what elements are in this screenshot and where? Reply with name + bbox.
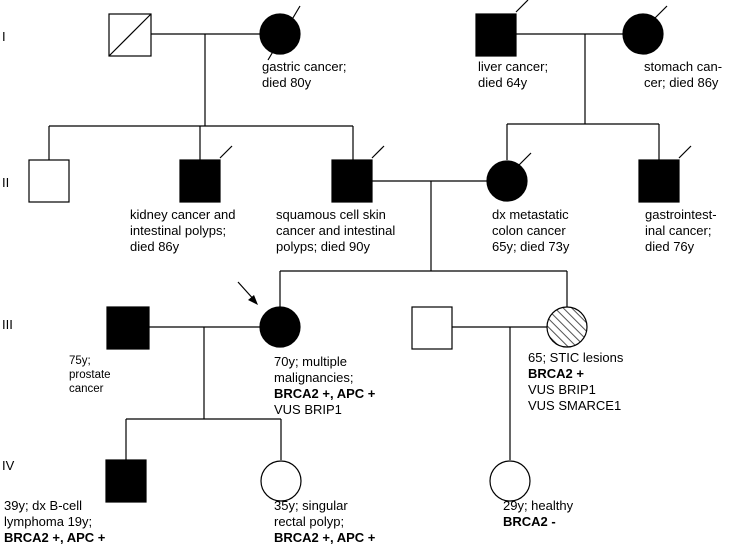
note-i4-line-2: cer; died 86y <box>644 75 719 90</box>
note-ii4-line-1: dx metastatic <box>492 207 569 222</box>
note-ii2-line-2: intestinal polyps; <box>130 223 226 238</box>
individual-iv1: 39y; dx B-cell lymphoma 19y; BRCA2 +, AP… <box>4 459 147 545</box>
deceased-mark <box>518 152 532 166</box>
note-iv1-line-2: lymphoma 19y; <box>4 514 92 529</box>
note-iii1-line-1: 75y; <box>69 355 91 367</box>
note-ii5-line-1: gastrointest- <box>645 207 717 222</box>
individual-ii2: kidney cancer and intestinal polyps; die… <box>130 145 236 254</box>
note-iv2-line-2: rectal polyp; <box>274 514 344 529</box>
female-symbol <box>259 13 301 55</box>
deceased-mark <box>108 13 152 57</box>
female-symbol <box>489 460 531 502</box>
note-i3-line-2: died 64y <box>478 75 528 90</box>
deceased-mark <box>371 145 385 159</box>
generation-label-iii: III <box>2 317 13 332</box>
male-symbol <box>475 13 517 57</box>
male-symbol <box>331 159 373 203</box>
note-iv1-line-1: 39y; dx B-cell <box>4 498 82 513</box>
note-iv2-line-1: 35y; singular <box>274 498 348 513</box>
deceased-mark <box>267 5 301 61</box>
note-iii2-line-4: VUS BRIP1 <box>274 402 342 417</box>
note-ii5-line-3: died 76y <box>645 239 695 254</box>
deceased-mark <box>219 145 233 159</box>
note-iii4-line-2: BRCA2 + <box>528 366 584 381</box>
note-iii4-line-1: 65; STIC lesions <box>528 350 624 365</box>
deceased-mark <box>654 5 668 19</box>
note-i3-line-1: liver cancer; <box>478 59 548 74</box>
female-symbol <box>486 160 528 202</box>
relationship-lines <box>48 33 660 460</box>
note-iii2-line-3: BRCA2 +, APC + <box>274 386 376 401</box>
note-iv3-line-1: 29y; healthy <box>503 498 574 513</box>
male-symbol <box>105 459 147 503</box>
note-ii4-line-2: colon cancer <box>492 223 566 238</box>
female-symbol <box>260 460 302 502</box>
note-iii4-line-3: VUS BRIP1 <box>528 382 596 397</box>
individual-iv2: 35y; singular rectal polyp; BRCA2 +, APC… <box>260 460 376 545</box>
female-symbol <box>622 13 664 55</box>
male-symbol <box>106 306 150 350</box>
individual-iii1: 75y; prostate cancer <box>69 306 150 395</box>
generation-label-i: I <box>2 29 6 44</box>
individual-ii4: dx metastatic colon cancer 65y; died 73y <box>486 152 570 254</box>
note-iv1-line-3: BRCA2 +, APC + <box>4 530 106 545</box>
note-ii3-line-2: cancer and intestinal <box>276 223 395 238</box>
individual-iii3 <box>411 306 453 350</box>
note-iii2-line-1: 70y; multiple <box>274 354 347 369</box>
female-symbol <box>546 306 588 348</box>
individual-i2: gastric cancer; died 80y <box>259 5 347 90</box>
deceased-mark <box>515 0 529 13</box>
individual-iii2: 70y; multiple malignancies; BRCA2 +, APC… <box>237 281 376 417</box>
note-i2-line-2: died 80y <box>262 75 312 90</box>
note-ii3-line-3: polyps; died 90y <box>276 239 370 254</box>
female-symbol <box>259 306 301 348</box>
note-iv3-line-2: BRCA2 - <box>503 514 556 529</box>
note-iv2-line-3: BRCA2 +, APC + <box>274 530 376 545</box>
individual-i4: stomach can- cer; died 86y <box>622 5 722 90</box>
generation-label-ii: II <box>2 175 9 190</box>
proband-arrowhead <box>248 295 258 305</box>
note-i2-line-1: gastric cancer; <box>262 59 347 74</box>
note-iii1-line-2: prostate <box>69 369 111 381</box>
generation-label-iv: IV <box>2 458 15 473</box>
individual-ii3: squamous cell skin cancer and intestinal… <box>276 145 395 254</box>
male-symbol <box>28 159 70 203</box>
individual-iv3: 29y; healthy BRCA2 - <box>489 460 574 529</box>
note-ii2-line-3: died 86y <box>130 239 180 254</box>
deceased-mark <box>678 145 692 159</box>
note-ii3-line-1: squamous cell skin <box>276 207 386 222</box>
individual-i1 <box>108 13 152 57</box>
note-ii2-line-1: kidney cancer and <box>130 207 236 222</box>
note-i4-line-1: stomach can- <box>644 59 722 74</box>
individual-ii5: gastrointest- inal cancer; died 76y <box>638 145 717 254</box>
note-iii1-line-3: cancer <box>69 383 104 395</box>
note-ii4-line-3: 65y; died 73y <box>492 239 570 254</box>
individual-ii1 <box>28 159 70 203</box>
note-ii5-line-2: inal cancer; <box>645 223 711 238</box>
individual-iii4: 65; STIC lesions BRCA2 + VUS BRIP1 VUS S… <box>528 306 624 413</box>
individual-i3: liver cancer; died 64y <box>475 0 548 90</box>
male-symbol <box>411 306 453 350</box>
note-iii2-line-2: malignancies; <box>274 370 354 385</box>
male-symbol <box>179 159 221 203</box>
male-symbol <box>638 159 680 203</box>
note-iii4-line-4: VUS SMARCE1 <box>528 398 621 413</box>
